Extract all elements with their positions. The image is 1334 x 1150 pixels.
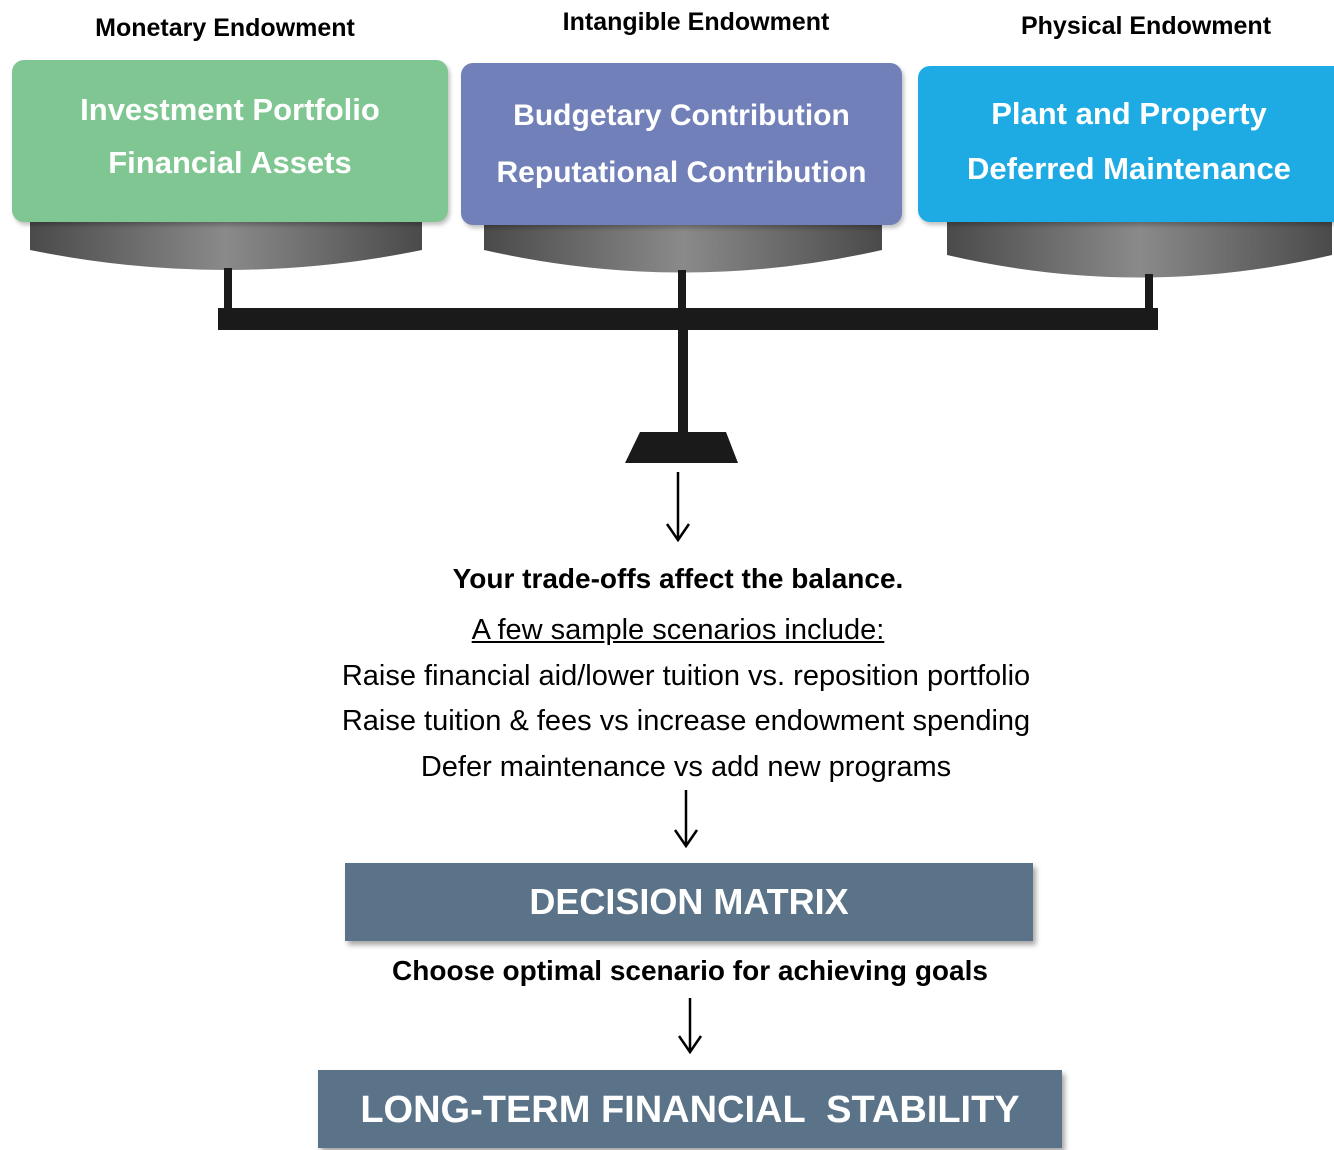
intangible-line-1: Budgetary Contribution: [513, 99, 850, 132]
physical-line-2: Deferred Maintenance: [967, 151, 1291, 186]
left-hanger: [224, 268, 232, 313]
physical-box: Plant and Property Deferred Maintenance: [918, 66, 1334, 222]
category-label-intangible: Intangible Endowment: [562, 8, 830, 36]
center-hanger: [678, 270, 686, 313]
physical-line-1: Plant and Property: [991, 96, 1267, 131]
arrow-1: [665, 472, 691, 543]
outcome-box: LONG-TERM FINANCIAL STABILITY: [318, 1070, 1062, 1148]
category-label-monetary: Monetary Endowment: [95, 14, 355, 42]
scale-post: [678, 328, 688, 433]
scenario-1: Raise financial aid/lower tuition vs. re…: [341, 660, 1031, 692]
decision-matrix-box: DECISION MATRIX: [345, 863, 1033, 941]
monetary-line-1: Investment Portfolio: [80, 92, 380, 127]
intangible-line-2: Reputational Contribution: [496, 156, 867, 189]
tradeoffs-subheading: A few sample scenarios include:: [471, 614, 885, 646]
arrow-2: [673, 790, 699, 849]
scale-beam: [218, 308, 1158, 330]
monetary-box: Investment Portfolio Financial Assets: [12, 60, 448, 222]
arrow-3: [677, 998, 703, 1055]
decision-caption: Choose optimal scenario for achieving go…: [392, 955, 988, 986]
scale-base: [625, 432, 738, 463]
tradeoffs-heading: Your trade-offs affect the balance.: [452, 563, 904, 594]
scenario-2: Raise tuition & fees vs increase endowme…: [341, 705, 1031, 737]
right-hanger: [1145, 274, 1153, 314]
monetary-line-2: Financial Assets: [108, 145, 352, 180]
intangible-box: Budgetary Contribution Reputational Cont…: [461, 63, 902, 225]
category-label-physical: Physical Endowment: [1020, 12, 1272, 40]
scenario-3: Defer maintenance vs add new programs: [420, 751, 952, 783]
